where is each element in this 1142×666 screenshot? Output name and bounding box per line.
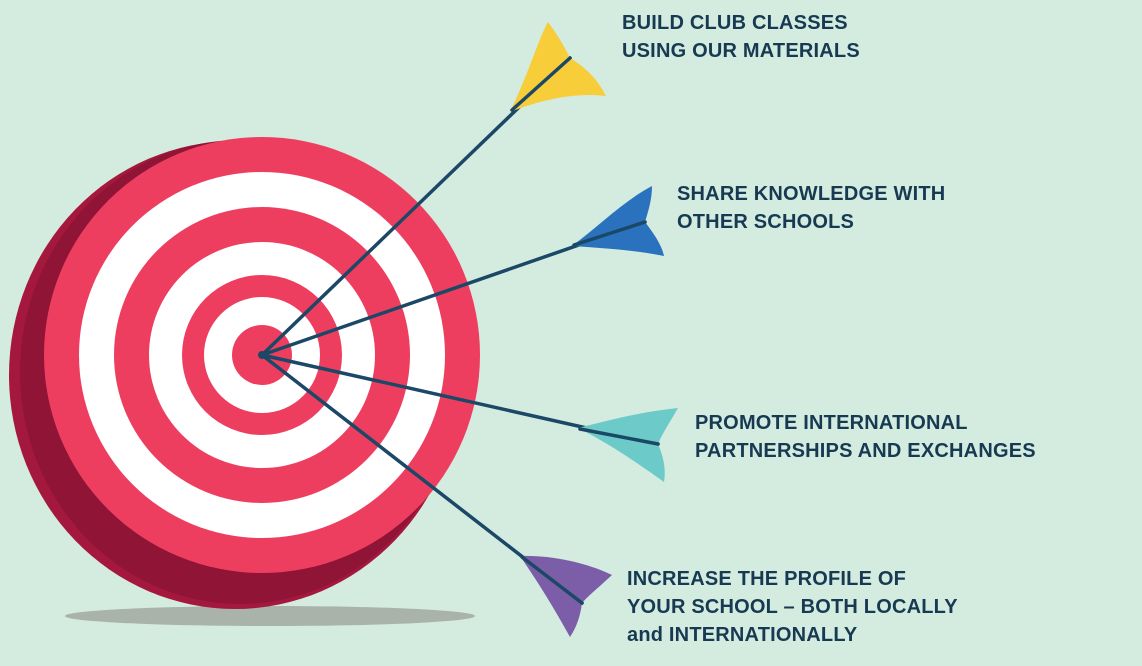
arrow-1 xyxy=(260,22,606,357)
arrow-4-fletching xyxy=(520,555,612,637)
goal-3-line-2: PARTNERSHIPS AND EXCHANGES xyxy=(695,440,1036,462)
arrow-4 xyxy=(260,353,612,637)
goal-4-line-2: YOUR SCHOOL – BOTH LOCALLY xyxy=(627,596,958,618)
goal-1-line-1: BUILD CLUB CLASSES xyxy=(622,12,848,34)
goal-4-line-3: and INTERNATIONALLY xyxy=(627,624,858,646)
arrow-3-fletching xyxy=(578,408,678,482)
goal-label-share-knowledge: SHARE KNOWLEDGE WITH OTHER SCHOOLS xyxy=(677,180,945,236)
arrow-impact-point xyxy=(258,351,266,359)
arrow-2-fletching xyxy=(572,186,664,256)
goal-2-line-1: SHARE KNOWLEDGE WITH xyxy=(677,183,946,205)
target-shadow xyxy=(65,606,475,626)
arrow-2 xyxy=(260,186,664,357)
goal-label-promote-partnerships: PROMOTE INTERNATIONAL PARTNERSHIPS AND E… xyxy=(695,409,1036,465)
goal-3-line-1: PROMOTE INTERNATIONAL xyxy=(695,412,968,434)
goal-label-increase-profile: INCREASE THE PROFILE OF YOUR SCHOOL – BO… xyxy=(627,565,958,649)
goal-2-line-2: OTHER SCHOOLS xyxy=(677,211,855,233)
goal-4-line-1: INCREASE THE PROFILE OF xyxy=(627,568,907,590)
arrow-3 xyxy=(260,353,678,482)
goal-1-line-2: USING OUR MATERIALS xyxy=(622,40,860,62)
goal-label-build-club-classes: BUILD CLUB CLASSES USING OUR MATERIALS xyxy=(622,9,860,65)
